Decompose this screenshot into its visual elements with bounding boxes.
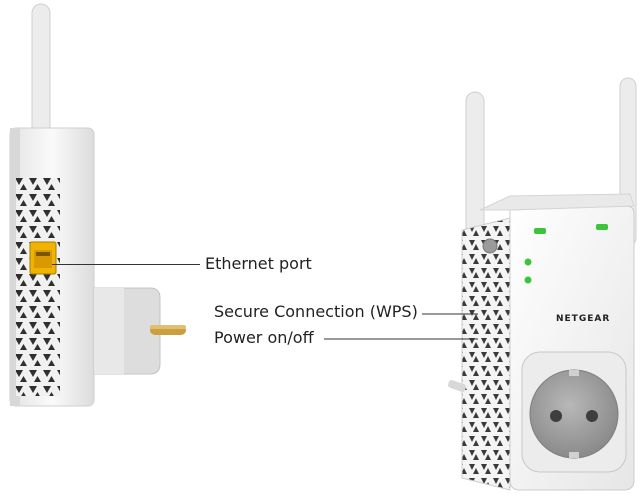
side-view-device (9, 3, 186, 407)
led-wps (524, 276, 532, 284)
brand-logo: NETGEAR (556, 314, 610, 324)
wps-label: Secure Connection (WPS) (214, 302, 418, 321)
ethernet-leader-line (52, 264, 200, 265)
side-vents (16, 178, 60, 396)
led-range (596, 224, 608, 230)
socket (529, 369, 619, 459)
led-wifi-link (534, 228, 546, 234)
front-view-device: NETGEAR (448, 77, 637, 491)
ethernet-port-label: Ethernet port (205, 254, 312, 273)
led-power (524, 258, 532, 266)
power-label: Power on/off (214, 328, 314, 347)
